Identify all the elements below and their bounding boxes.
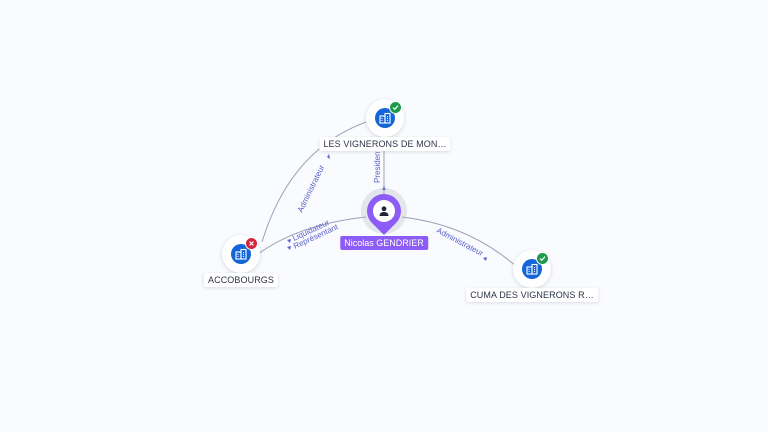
- edge-arrow: [382, 186, 386, 190]
- company-circle[interactable]: [522, 259, 542, 279]
- check-icon: [392, 105, 399, 111]
- edge-arrow: [327, 154, 330, 159]
- edge-arrow: [287, 239, 291, 243]
- company-label[interactable]: ACCOBOURGS: [203, 273, 279, 287]
- edge-administrateur-accobourgs: [261, 121, 367, 243]
- edge-arrow: [287, 246, 291, 250]
- company-node-cuma[interactable]: CUMA DES VIGNERONS R…: [466, 250, 598, 302]
- company-node-vignerons-mon[interactable]: LES VIGNERONS DE MON…: [319, 99, 451, 151]
- company-circle[interactable]: [375, 108, 395, 128]
- status-closed-badge: [245, 237, 258, 250]
- close-icon: [249, 241, 254, 246]
- building-icon: [235, 248, 247, 260]
- company-node-accobourgs[interactable]: ACCOBOURGS: [203, 235, 279, 287]
- edge-liquidateur-representant: [257, 216, 367, 255]
- person-node[interactable]: Nicolas GENDRIER: [340, 186, 428, 250]
- company-label[interactable]: CUMA DES VIGNERONS R…: [466, 288, 598, 302]
- status-active-badge: [536, 252, 549, 265]
- edge-label-president: President: [373, 148, 382, 183]
- edge-label-administrateur-cuma: Administrateur: [435, 226, 485, 258]
- company-label[interactable]: LES VIGNERONS DE MON…: [319, 137, 451, 151]
- edge-label-administrateur-accobourgs: Administrateur: [296, 163, 327, 214]
- check-icon: [539, 256, 546, 262]
- person-icon: [379, 206, 389, 216]
- building-icon: [526, 263, 538, 275]
- person-avatar: [373, 200, 395, 222]
- person-name-label[interactable]: Nicolas GENDRIER: [340, 236, 428, 250]
- edge-administrateur-cuma: [401, 216, 519, 269]
- building-icon: [379, 112, 391, 124]
- edge-arrow: [483, 257, 487, 261]
- status-active-badge: [389, 101, 402, 114]
- company-circle[interactable]: [231, 244, 251, 264]
